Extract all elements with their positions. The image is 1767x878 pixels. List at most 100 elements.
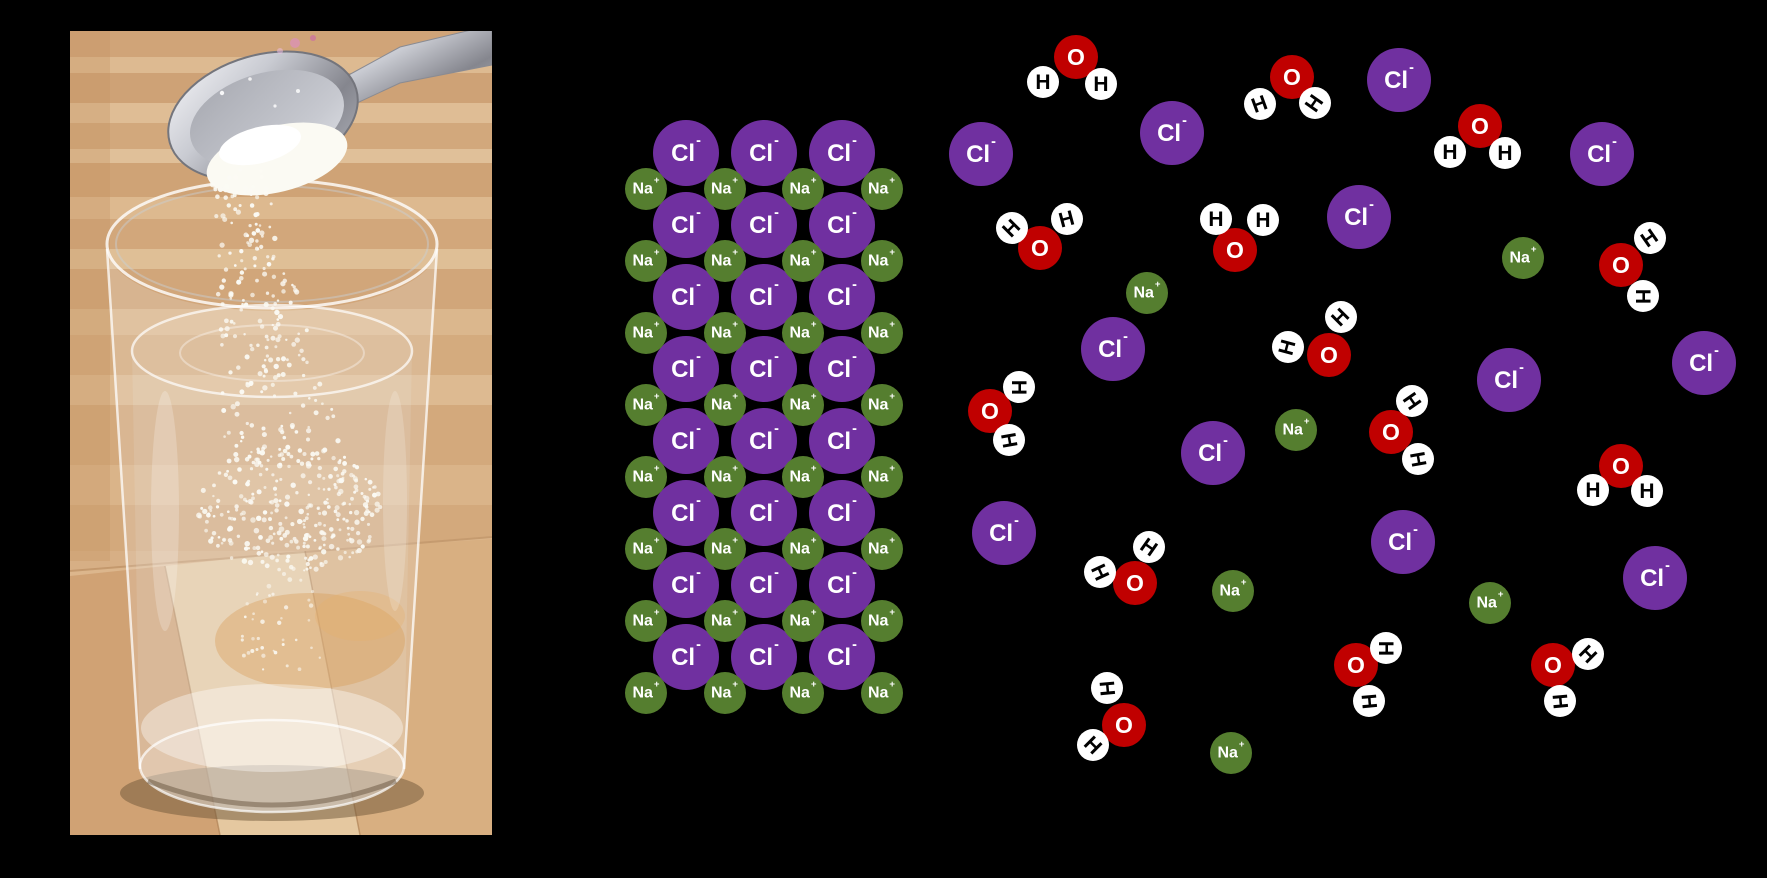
ion-label: Na+	[1217, 739, 1245, 762]
salt-grain	[217, 471, 222, 475]
salt-grain	[317, 381, 323, 387]
ion-label: Cl-	[671, 421, 701, 455]
lattice-sodium-ion: Na+	[703, 528, 746, 570]
salt-grain	[285, 444, 291, 450]
lattice-sodium-ion: Na+	[625, 384, 667, 426]
water-hydrogen-atom: H	[1027, 66, 1059, 98]
salt-grain	[219, 284, 225, 290]
salt-grain	[277, 567, 281, 572]
salt-grain	[209, 182, 216, 188]
salt-grain	[350, 496, 354, 501]
salt-grain	[296, 459, 301, 463]
salt-grain	[294, 638, 298, 642]
salt-grain	[279, 536, 284, 541]
salt-grain	[269, 554, 275, 560]
salt-grain	[261, 446, 266, 451]
salt-grain	[368, 487, 372, 491]
salt-grain	[321, 402, 324, 406]
salt-pile	[206, 122, 348, 196]
salt-grain	[276, 318, 280, 321]
lattice-sodium-ion: Na+	[782, 456, 824, 498]
ion-label: H	[1405, 449, 1431, 469]
salt-grain	[241, 516, 246, 521]
salt-grain	[208, 538, 214, 544]
salt-grain	[356, 539, 363, 545]
salt-grain	[266, 255, 270, 259]
salt-grain	[238, 168, 243, 172]
salt-grain	[220, 302, 225, 307]
glass-base-band	[141, 684, 403, 772]
salt-grain	[217, 535, 221, 539]
ion-label: Cl-	[749, 637, 779, 671]
salt-grain	[352, 476, 358, 482]
salt-grain	[261, 364, 266, 369]
salt-grain	[271, 541, 275, 545]
salt-grain	[343, 550, 347, 555]
salt-grain	[307, 493, 311, 497]
sodium-ion: Na+	[1275, 409, 1317, 451]
salt-grain	[274, 493, 278, 497]
salt-grain	[318, 656, 321, 659]
ion-label: Na+	[1509, 244, 1537, 267]
salt-grain	[260, 559, 265, 564]
lattice-chloride-ion: Cl-	[809, 624, 875, 690]
salt-grain	[251, 496, 255, 501]
salt-grain	[286, 554, 291, 559]
salt-grain	[247, 242, 253, 248]
salt-grain	[252, 256, 257, 261]
chloride-ion: Cl-	[1371, 510, 1435, 574]
salt-grain	[280, 281, 286, 287]
salt-grain	[229, 297, 233, 300]
water-hydrogen-atom: H	[993, 424, 1025, 456]
ion-label: Na+	[632, 535, 660, 558]
salt-grain	[290, 482, 296, 488]
salt-grain	[240, 259, 244, 263]
salt-grain	[253, 527, 260, 534]
salt-grain	[245, 499, 248, 503]
salt-grain	[271, 323, 275, 327]
salt-grain	[249, 343, 253, 348]
salt-grain	[302, 541, 306, 545]
salt-grain	[244, 354, 250, 360]
lattice-sodium-ion: Na+	[860, 240, 903, 282]
salt-grain	[308, 397, 311, 400]
salt-grain	[354, 519, 360, 525]
salt-grain	[328, 543, 335, 550]
salt-grain	[306, 463, 312, 469]
salt-grain	[257, 318, 263, 324]
salt-grain	[251, 460, 256, 465]
ion-label: Na+	[710, 607, 739, 630]
salt-stream	[196, 168, 383, 672]
salt-grain	[255, 593, 258, 596]
ion-label: Na+	[632, 679, 660, 702]
salt-grain	[322, 543, 326, 547]
lattice-sodium-ion: Na+	[860, 168, 903, 210]
salt-grain	[210, 536, 214, 540]
salt-grain	[327, 487, 331, 491]
ion-label: Cl-	[1689, 343, 1719, 377]
salt-grain	[281, 642, 285, 647]
salt-grain	[362, 502, 369, 508]
salt-grain	[207, 512, 211, 516]
salt-grain	[279, 477, 283, 481]
salt-grain	[250, 517, 256, 523]
salt-grain	[226, 458, 232, 464]
salt-grain	[317, 465, 323, 471]
salt-grain	[285, 358, 289, 362]
salt-grain	[308, 556, 314, 561]
salt-grain	[226, 430, 231, 435]
lens-flare	[277, 35, 316, 54]
salt-grain	[272, 375, 278, 381]
lattice-sodium-ion: Na+	[782, 672, 824, 714]
salt-grain	[232, 193, 237, 198]
salt-grain	[224, 326, 230, 332]
salt-grain	[289, 454, 294, 459]
salt-grain	[372, 486, 375, 489]
lattice-sodium-ion: Na+	[625, 312, 667, 354]
salt-grain	[256, 551, 262, 556]
salt-grain	[293, 391, 298, 396]
salt-grain	[241, 298, 245, 302]
salt-grain	[305, 544, 310, 549]
salt-grain	[336, 547, 340, 551]
salt-grain	[239, 430, 244, 436]
